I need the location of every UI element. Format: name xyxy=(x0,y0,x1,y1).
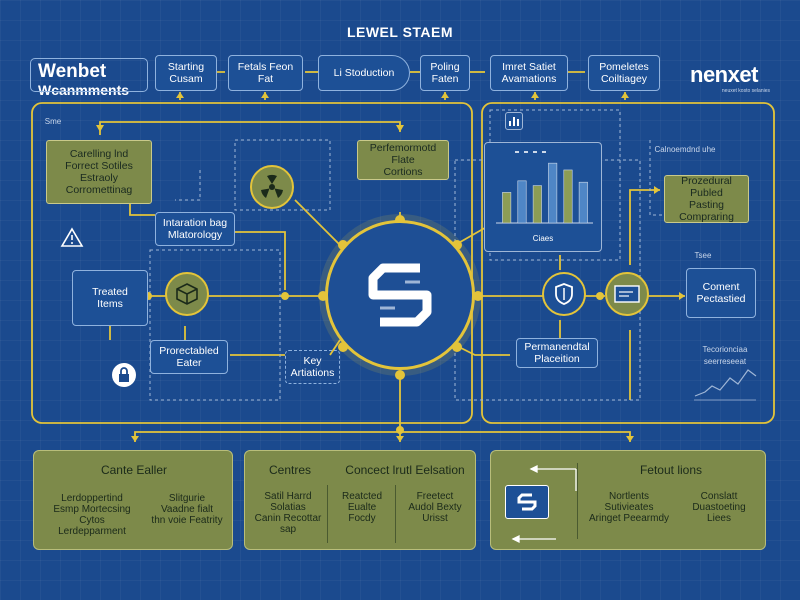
chart-bar xyxy=(532,185,542,224)
diagram-title: LEWEL STAEM xyxy=(346,24,454,40)
bottom-middle-col2: Reatcted Eualte Focdy xyxy=(341,491,383,524)
mini-line-chart xyxy=(690,356,760,406)
node-procedural-panel[interactable]: Prozedural Publed Pasting Compraring xyxy=(664,175,749,223)
chart-legend-mark xyxy=(542,151,546,153)
bottom-right-header: Fetout lions xyxy=(639,463,703,477)
node-control-box[interactable]: Carelling lnd Forrect Sotiles Estraoly C… xyxy=(46,140,152,204)
top-node-imret[interactable]: Imret Satiet Avamations xyxy=(490,55,568,91)
chart-caption: Ciaes xyxy=(532,234,554,243)
radiation-icon[interactable] xyxy=(250,165,294,209)
top-node-stoduction[interactable]: Li Stoduction xyxy=(318,55,410,91)
node-protected-editor[interactable]: Prorectabled Eater xyxy=(150,340,228,374)
bottom-middle-header2: Concect lrutl Eelsation xyxy=(345,463,465,477)
divider xyxy=(395,485,396,543)
logo-left-frame xyxy=(30,58,148,92)
top-node-starting[interactable]: Starting Cusam xyxy=(155,55,217,91)
bottom-left-col1: Lerdoppertind Esmp Mortecsing Cytos Lerd… xyxy=(53,493,131,537)
bar-chart xyxy=(496,151,593,224)
hub-logo-mini-icon[interactable] xyxy=(505,485,549,519)
bottom-middle-col3: Freetect Audol Bexty Urisst xyxy=(408,491,462,524)
warning-icon xyxy=(60,226,84,250)
lock-icon[interactable] xyxy=(112,363,136,387)
chart-bar xyxy=(502,192,512,224)
top-node-poling[interactable]: Poling Faten xyxy=(420,55,470,91)
bottom-panel-left[interactable]: Cante Ealler Lerdoppertind Esmp Mortecsi… xyxy=(33,450,233,550)
cube-icon[interactable] xyxy=(165,272,209,316)
node-context-transitioning[interactable]: Coment Pectastied xyxy=(686,268,756,318)
node-key-artiations[interactable]: Key Artiations xyxy=(285,350,340,384)
logo-right: nenxet neuxet kosto selanies xyxy=(690,62,770,94)
bottom-middle-header1: Centres xyxy=(268,463,312,477)
logo-right-tagline: neuxet kosto selanies xyxy=(721,88,770,94)
chart-legend-mark xyxy=(515,151,519,153)
chart-legend-mark xyxy=(533,151,537,153)
chart-bar xyxy=(548,162,558,224)
top-node-fetals[interactable]: Fetals Feon Fat xyxy=(228,55,303,91)
bottom-panel-right[interactable]: Fetout lions Nortlents Sutivieates Aring… xyxy=(490,450,766,550)
dashed-label-right: Tsee xyxy=(694,251,712,260)
bottom-left-header: Cante Ealler xyxy=(100,463,168,477)
bottom-middle-col1: Satil Harrd Solatias Canin Recottar sap xyxy=(254,491,322,535)
chart-legend-mark xyxy=(524,151,528,153)
chart-bar xyxy=(563,169,573,224)
logo-left: Wenbet Wcanmments xyxy=(38,61,148,99)
dashed-label-far-right: Tecorionciaa seerreseeat xyxy=(702,345,748,366)
logo-right-name: nenxet xyxy=(690,62,758,87)
dashed-label-left: Sme xyxy=(44,117,62,126)
node-permanent-placeition[interactable]: Permanendtal Placeition xyxy=(516,338,598,368)
hub-logo-icon xyxy=(368,263,432,327)
shield-icon[interactable] xyxy=(542,272,586,316)
divider xyxy=(327,485,328,543)
bottom-right-col1: Nortlents Sutivieates Aringet Peearmdy xyxy=(588,491,670,524)
node-performance-cartions[interactable]: Perfemormotd Flate Cortions xyxy=(357,140,449,180)
bottom-right-col2: Conslatt Duastoeting Liees xyxy=(692,491,746,524)
bottom-panel-middle[interactable]: Centres Concect lrutl Eelsation Satil Ha… xyxy=(244,450,476,550)
bottom-left-col2: Slitgurie Vaadne fialt thn voie Featrity xyxy=(151,493,223,526)
transfer-diagram xyxy=(501,461,586,545)
chart-bar xyxy=(517,180,527,224)
mini-chart-icon xyxy=(505,112,523,130)
node-integration[interactable]: Intaration bag Mlatorology xyxy=(155,212,235,246)
chart-panel[interactable]: Ciaes xyxy=(484,142,602,252)
flag-icon[interactable] xyxy=(605,272,649,316)
logo-left-line1: Wenbet xyxy=(38,61,107,82)
logo-left-line2: Wcanmments xyxy=(38,82,130,98)
divider xyxy=(577,463,578,539)
dashed-label-top-right: Calnoemdnd uhe xyxy=(654,145,716,154)
top-node-pomeletes[interactable]: Pomeletes Coiltiagey xyxy=(588,55,660,91)
node-treated-items[interactable]: Treated Items xyxy=(72,270,148,326)
chart-bar xyxy=(578,181,588,224)
central-hub[interactable] xyxy=(325,220,475,370)
